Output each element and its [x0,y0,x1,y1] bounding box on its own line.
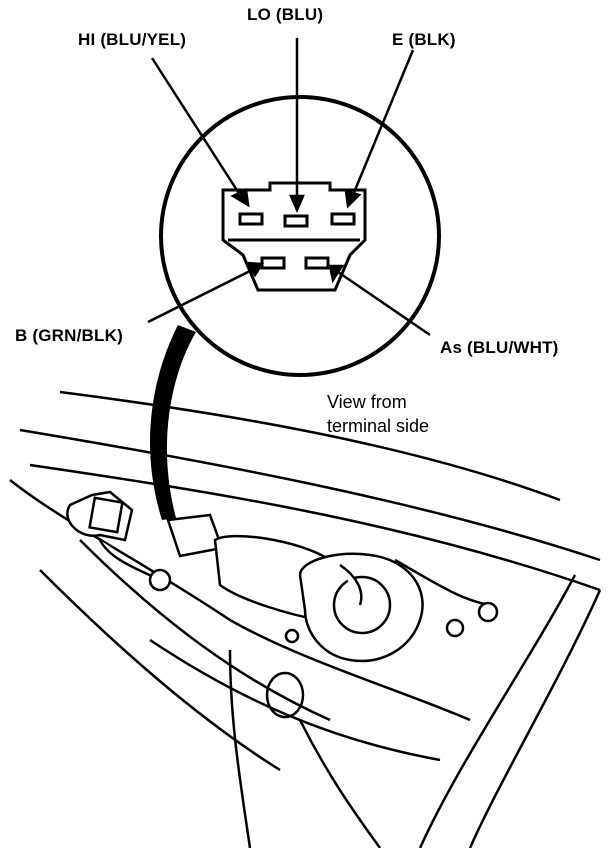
view-note: View from terminal side [327,390,429,438]
label-as-terminal: As (BLU/WHT) [440,338,559,357]
magnified-view-circle [159,95,441,377]
body-panel-lines [9,390,602,848]
wire-harness [150,325,196,520]
leader-lines [147,38,431,337]
connector-face [221,181,367,292]
label-lo-terminal: LO (BLU) [247,5,324,24]
left-connector [66,490,172,592]
view-note-line2: terminal side [327,416,430,436]
view-note-line1: View from [327,392,407,412]
label-hi-terminal: HI (BLU/YEL) [78,30,187,49]
wiper-motor [166,513,499,663]
label-e-terminal: E (BLK) [392,30,456,49]
label-b-terminal: B (GRN/BLK) [15,326,123,345]
